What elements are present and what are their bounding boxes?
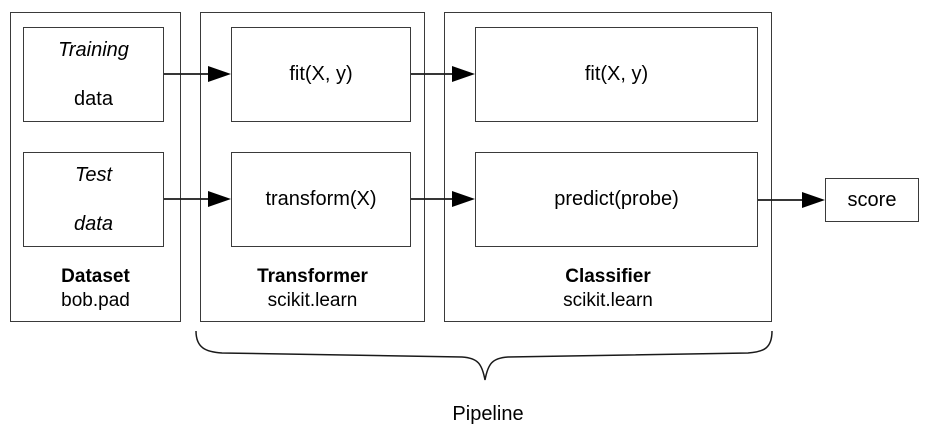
group-dataset-caption: Dataset bob.pad bbox=[10, 265, 181, 313]
node-score-label: score bbox=[847, 188, 897, 211]
training-data-line-2: data bbox=[74, 87, 113, 110]
group-transformer-title: Transformer bbox=[257, 266, 368, 287]
node-training-data: Training data bbox=[23, 27, 164, 122]
node-classifier-fit-label: fit(X, y) bbox=[584, 63, 649, 86]
node-classifier-predict: predict(probe) bbox=[475, 152, 758, 247]
node-transformer-fit: fit(X, y) bbox=[231, 27, 411, 122]
test-data-line-1: Test bbox=[74, 163, 113, 186]
node-transformer-transform: transform(X) bbox=[231, 152, 411, 247]
group-dataset-title: Dataset bbox=[61, 266, 130, 287]
node-test-data-label: Test data bbox=[74, 139, 113, 261]
group-classifier bbox=[444, 12, 772, 322]
group-dataset-subtitle: bob.pad bbox=[61, 289, 130, 311]
group-classifier-caption: Classifier scikit.learn bbox=[444, 265, 772, 313]
node-score: score bbox=[825, 178, 919, 222]
group-dataset bbox=[10, 12, 181, 322]
group-transformer bbox=[200, 12, 425, 322]
node-transformer-transform-label: transform(X) bbox=[265, 188, 377, 211]
training-data-line-1: Training bbox=[58, 38, 129, 61]
node-training-data-label: Training data bbox=[58, 14, 129, 136]
node-transformer-fit-label: fit(X, y) bbox=[289, 63, 353, 86]
group-transformer-subtitle: scikit.learn bbox=[267, 289, 358, 311]
test-data-line-2: data bbox=[74, 212, 113, 235]
group-classifier-title: Classifier bbox=[565, 266, 651, 287]
node-classifier-predict-label: predict(probe) bbox=[554, 188, 679, 211]
group-classifier-subtitle: scikit.learn bbox=[563, 289, 653, 311]
group-transformer-caption: Transformer scikit.learn bbox=[200, 265, 425, 313]
node-classifier-fit: fit(X, y) bbox=[475, 27, 758, 122]
node-test-data: Test data bbox=[23, 152, 164, 247]
pipeline-brace-label: Pipeline bbox=[452, 403, 524, 425]
pipeline-brace bbox=[195, 330, 773, 381]
